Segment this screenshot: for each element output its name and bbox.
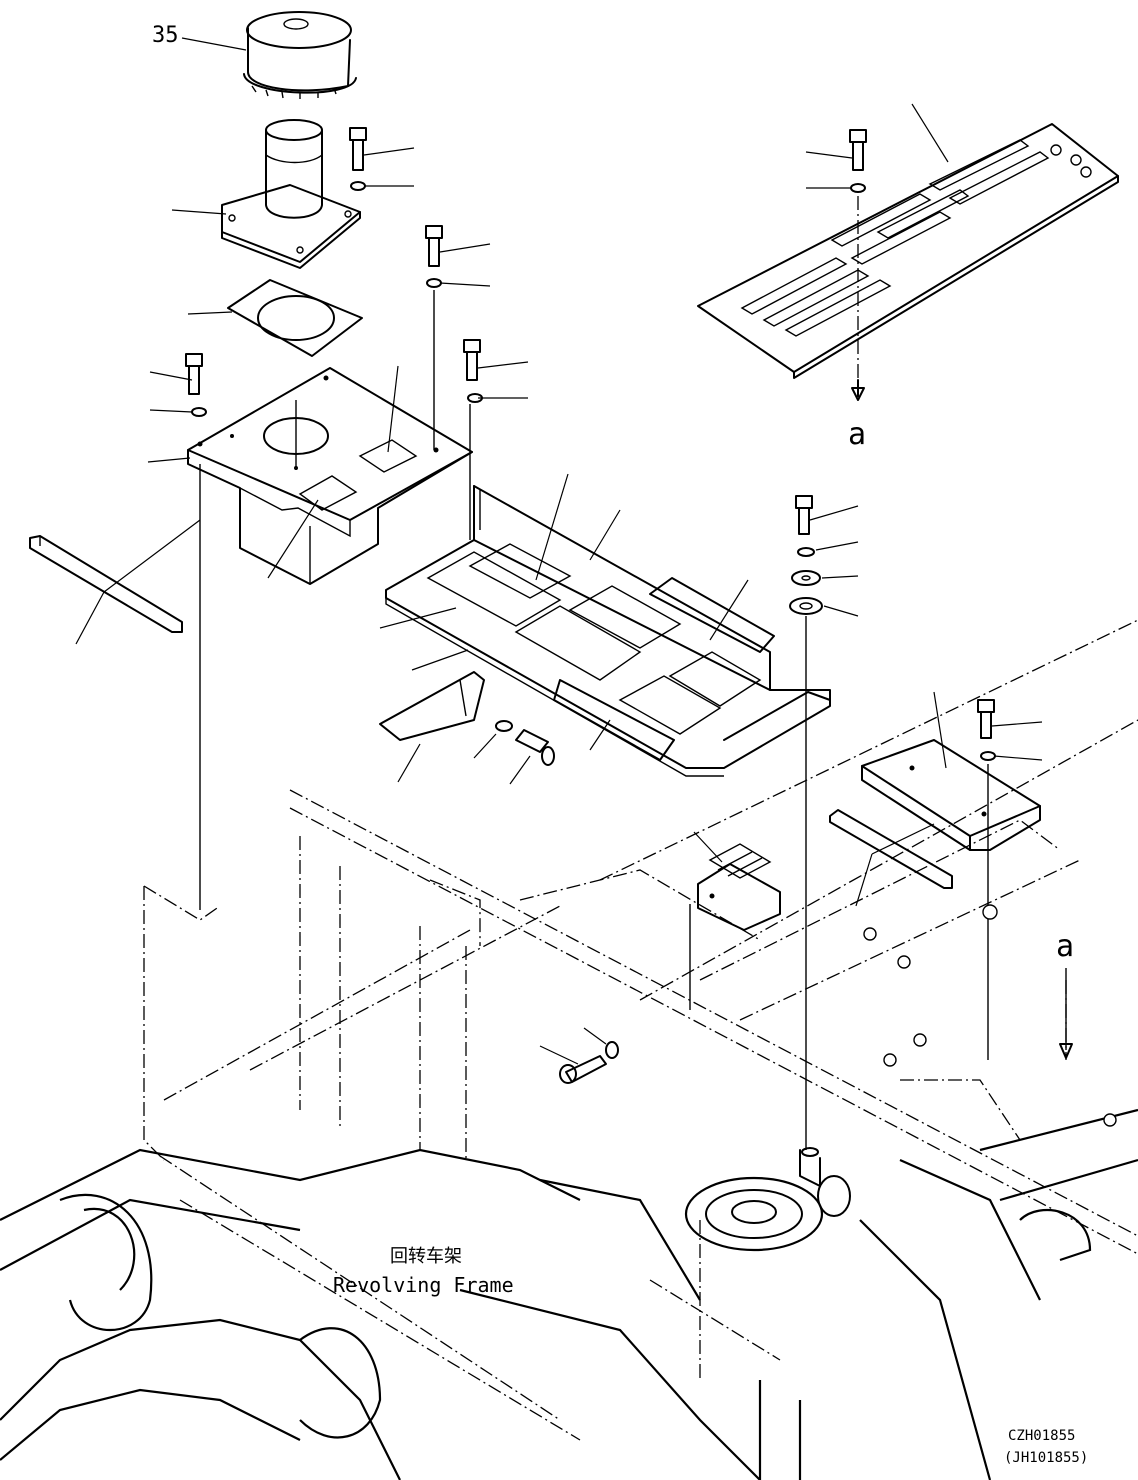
bolt-4: [463, 339, 483, 403]
bolt-2: [425, 225, 443, 288]
step-plate-assembly: [385, 485, 831, 777]
bolt-8: [559, 1041, 619, 1084]
slotted-cover: [697, 123, 1119, 379]
view-arrow-upper: [851, 379, 865, 401]
rubber-strip-right: [829, 809, 953, 889]
callout-number: 35: [152, 23, 179, 48]
step-block: [697, 843, 781, 931]
part-35-cap: [243, 11, 357, 99]
drawing-id-secondary: (JH101855): [1004, 1450, 1088, 1466]
revolving-frame: [0, 619, 1138, 1480]
bolt-3: [185, 353, 207, 417]
bolt-1: [349, 127, 367, 191]
view-arrow-lower: [1059, 1043, 1073, 1059]
callout-leader: [181, 37, 247, 51]
filter-bracket-assembly: [221, 119, 361, 269]
frame-label-english: Revolving Frame: [333, 1273, 514, 1297]
rubber-strip-left: [29, 535, 183, 633]
bolt-6: [849, 129, 867, 193]
leader-gasket: [187, 311, 233, 315]
right-cover-block: [861, 739, 1041, 851]
drawing-id-primary: CZH01855: [1008, 1428, 1075, 1444]
frame-label-chinese: 回转车架: [390, 1246, 462, 1267]
bolt-stack: [789, 495, 823, 615]
gasket-plate: [227, 279, 363, 357]
support-bracket: [379, 671, 485, 741]
cover-box: [187, 367, 473, 585]
leader-bracket: [171, 209, 227, 215]
bolt-5: [495, 720, 555, 766]
bolt-7: [977, 699, 996, 761]
view-mark-lower: a: [1056, 929, 1074, 964]
view-mark-upper: a: [848, 417, 866, 452]
